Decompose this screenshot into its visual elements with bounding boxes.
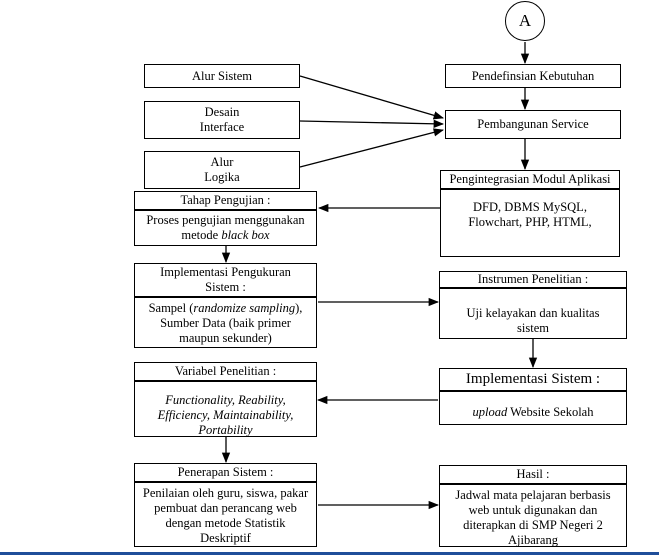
alur-logika-line-2: Logika (204, 170, 240, 184)
variabel-penelitian-body-2: Efficiency, Maintainability, (157, 408, 294, 422)
penerapan-sistem-body-1: Penilaian oleh guru, siswa, pakar (142, 486, 309, 500)
pembangunan-box: Pembangunan Service (445, 110, 621, 139)
tahap-pengujian-body-2: metode black box (138, 228, 313, 243)
implementasi-pengukuran-panel: Implementasi Pengukuran Sistem : Sampel … (134, 263, 317, 348)
alur-sistem-label: Alur Sistem (191, 68, 253, 83)
arrow-alur-logika-to-pembangunan (299, 128, 445, 168)
alur-logika-box: Alur Logika (144, 151, 300, 189)
penerapan-sistem-body-4: Deskriptif (200, 531, 251, 545)
pembangunan-label: Pembangunan Service (477, 117, 589, 131)
implementasi-sistem-body-rest: Website Sekolah (507, 405, 594, 419)
alur-sistem-box: Alur Sistem (144, 64, 300, 88)
instrumen-panel: Instrumen Penelitian : Uji kelayakan dan… (439, 271, 627, 339)
implementasi-sistem-body: upload Website Sekolah (443, 405, 623, 420)
hasil-body-4: Ajibarang (508, 533, 558, 547)
pendefinisian-label: Pendefinsian Kebutuhan (471, 68, 595, 83)
penerapan-sistem-body-3: dengan metode Statistik (165, 516, 286, 530)
instrumen-body-2: sistem (517, 321, 549, 335)
instrumen-title: Instrumen Penelitian : (440, 272, 626, 289)
hasil-title: Hasil : (440, 466, 626, 485)
variabel-penelitian-body-1: Functionality, Reability, (165, 393, 286, 407)
implementasi-pengukuran-title-2: Sistem : (205, 280, 246, 294)
tahap-pengujian-body-1: Proses pengujian menggunakan (146, 213, 305, 227)
pengintegrasian-panel: Pengintegrasian Modul Aplikasi DFD, DBMS… (440, 170, 620, 257)
desain-interface-line-2: Interface (199, 120, 245, 134)
penerapan-sistem-title: Penerapan Sistem : (135, 464, 316, 483)
penerapan-sistem-body-2: pembuat dan perancang web (154, 501, 297, 515)
tahap-pengujian-body-2-italic: black box (221, 228, 270, 242)
desain-interface-line-1: Desain (204, 105, 240, 119)
connector-a-label: A (518, 11, 532, 30)
pengukuran-sampel-italic: randomize sampling (193, 301, 296, 315)
pendefinisian-box: Pendefinsian Kebutuhan (445, 64, 621, 88)
implementasi-sistem-title: Implementasi Sistem : (440, 369, 626, 392)
implementasi-sistem-body-italic: upload (472, 405, 508, 419)
implementasi-sistem-panel: Implementasi Sistem : upload Website Sek… (439, 368, 627, 425)
alur-logika-line-1: Alur (210, 155, 234, 169)
hasil-panel: Hasil : Jadwal mata pelajaran berbasis w… (439, 465, 627, 547)
implementasi-pengukuran-title-1: Implementasi Pengukuran (160, 265, 291, 279)
bottom-edge-bar (0, 552, 659, 555)
implementasi-pengukuran-body-2: Sumber Data (baik primer (160, 316, 291, 330)
pengintegrasian-title: Pengintegrasian Modul Aplikasi (441, 171, 619, 190)
tahap-pengujian-panel: Tahap Pengujian : Proses pengujian mengg… (134, 191, 317, 246)
tahap-pengujian-title: Tahap Pengujian : (135, 192, 316, 211)
tahap-pengujian-body-2-plain: metode (181, 228, 222, 242)
implementasi-pengukuran-body-3: maupun sekunder) (179, 331, 272, 345)
hasil-body-3: diterapkan di SMP Negeri 2 (463, 518, 603, 532)
penerapan-sistem-panel: Penerapan Sistem : Penilaian oleh guru, … (134, 463, 317, 547)
variabel-penelitian-title: Variabel Penelitian : (135, 363, 316, 382)
pengintegrasian-body-2: Flowchart, PHP, HTML, (468, 215, 592, 229)
variabel-penelitian-panel: Variabel Penelitian : Functionality, Rea… (134, 362, 317, 437)
hasil-body-1: Jadwal mata pelajaran berbasis (455, 488, 611, 502)
pengintegrasian-body-1: DFD, DBMS MySQL, (473, 200, 587, 214)
pengukuran-sampel-plain: Sampel ( (148, 301, 194, 315)
pengukuran-sampel-end: ), (295, 301, 303, 315)
instrumen-body-1: Uji kelayakan dan kualitas (466, 306, 600, 320)
implementasi-pengukuran-title: Implementasi Pengukuran Sistem : (135, 264, 316, 298)
variabel-penelitian-body-3: Portability (198, 423, 253, 437)
connector-a: A (505, 1, 545, 41)
arrow-desain-to-pembangunan (299, 119, 445, 128)
hasil-body-2: web untuk digunakan dan (468, 503, 598, 517)
desain-interface-box: Desain Interface (144, 101, 300, 139)
arrow-alur-sistem-to-pembangunan (299, 75, 444, 120)
implementasi-pengukuran-body-1: Sampel (randomize sampling), (138, 301, 313, 316)
